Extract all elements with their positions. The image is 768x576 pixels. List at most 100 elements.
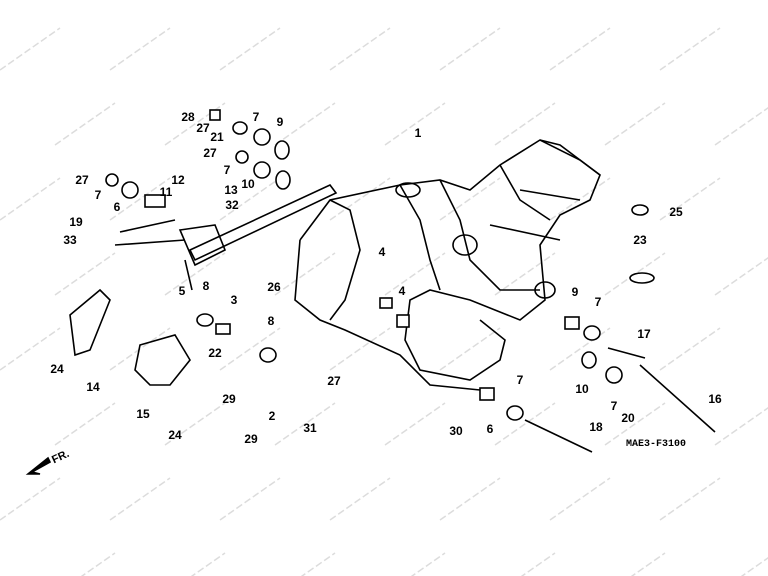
callout-9: 9: [571, 285, 579, 299]
watermark-mark: [109, 27, 171, 71]
callout-13: 13: [224, 183, 238, 197]
watermark-mark: [274, 102, 336, 146]
callout-7: 7: [516, 373, 524, 387]
watermark-mark: [659, 477, 721, 521]
callout-10: 10: [575, 382, 589, 396]
callout-28: 28: [181, 110, 195, 124]
watermark-mark: [0, 477, 61, 521]
watermark-mark: [659, 327, 721, 371]
callout-22: 22: [208, 346, 222, 360]
callout-29: 29: [244, 432, 258, 446]
watermark-mark: [329, 177, 391, 221]
callout-4: 4: [378, 245, 386, 259]
watermark-mark: [549, 477, 611, 521]
watermark-mark: [329, 327, 391, 371]
callout-31: 31: [303, 421, 317, 435]
callout-27: 27: [75, 173, 89, 187]
diagram-code: MAE3-F3100: [626, 439, 687, 450]
watermark-mark: [80, 552, 116, 576]
watermark-mark: [410, 552, 446, 576]
watermark-mark: [549, 27, 611, 71]
callout-16: 16: [708, 392, 722, 406]
watermark-mark: [329, 27, 391, 71]
watermark-mark: [740, 556, 768, 576]
callout-4: 4: [398, 284, 406, 298]
callout-19: 19: [69, 215, 83, 229]
callout-8: 8: [267, 314, 275, 328]
watermark-mark: [714, 106, 768, 146]
watermark-mark: [190, 552, 226, 576]
callout-10: 10: [241, 177, 255, 191]
callout-18: 18: [589, 420, 603, 434]
watermark-mark: [659, 27, 721, 71]
watermark-mark: [494, 402, 556, 446]
watermark-mark: [0, 27, 61, 71]
callout-27: 27: [196, 121, 210, 135]
watermark-mark: [549, 177, 611, 221]
callout-20: 20: [621, 411, 635, 425]
callout-17: 17: [637, 327, 651, 341]
callout-33: 33: [63, 233, 77, 247]
watermark-mark: [219, 177, 281, 221]
watermark-mark: [274, 252, 336, 296]
callout-15: 15: [136, 407, 150, 421]
callout-26: 26: [267, 280, 281, 294]
callout-11: 11: [159, 185, 173, 199]
callout-6: 6: [113, 200, 121, 214]
watermark-mark: [54, 252, 116, 296]
callout-27: 27: [203, 146, 217, 160]
watermark-mark: [164, 252, 226, 296]
callout-24: 24: [168, 428, 182, 442]
callout-27: 27: [327, 374, 341, 388]
watermark-mark: [714, 406, 768, 446]
callout-9: 9: [276, 115, 284, 129]
callout-1: 1: [414, 126, 422, 140]
watermark-mark: [494, 252, 556, 296]
watermark-mark: [630, 552, 666, 576]
watermark-mark: [439, 177, 501, 221]
callout-29: 29: [222, 392, 236, 406]
callout-7: 7: [594, 295, 602, 309]
callout-23: 23: [633, 233, 647, 247]
watermark-mark: [494, 102, 556, 146]
callout-7: 7: [223, 163, 231, 177]
watermark-mark: [329, 477, 391, 521]
watermark-mark: [219, 477, 281, 521]
watermark-mark: [0, 327, 61, 371]
callout-7: 7: [94, 188, 102, 202]
watermark-mark: [714, 256, 768, 296]
watermark-mark: [0, 177, 61, 221]
watermark-mark: [439, 27, 501, 71]
watermark-mark: [109, 477, 171, 521]
watermark-mark: [300, 552, 336, 576]
watermark-mark: [54, 402, 116, 446]
watermark-mark: [164, 402, 226, 446]
watermark-mark: [274, 402, 336, 446]
callout-5: 5: [178, 284, 186, 298]
watermark-mark: [384, 102, 446, 146]
callout-7: 7: [252, 110, 260, 124]
callout-14: 14: [86, 380, 100, 394]
callout-3: 3: [230, 293, 238, 307]
callout-2: 2: [268, 409, 276, 423]
watermark-mark: [54, 102, 116, 146]
callout-7: 7: [610, 399, 618, 413]
watermark-mark: [439, 327, 501, 371]
watermark-mark: [384, 402, 446, 446]
callout-8: 8: [202, 279, 210, 293]
watermark-mark: [219, 327, 281, 371]
callout-25: 25: [669, 205, 683, 219]
watermark-mark: [604, 402, 666, 446]
callout-30: 30: [449, 424, 463, 438]
callout-12: 12: [171, 173, 185, 187]
watermark-mark: [109, 177, 171, 221]
watermark-mark: [520, 552, 556, 576]
callout-32: 32: [225, 198, 239, 212]
watermark-mark: [439, 477, 501, 521]
watermark-mark: [659, 177, 721, 221]
watermark-mark: [219, 27, 281, 71]
callout-21: 21: [210, 130, 224, 144]
